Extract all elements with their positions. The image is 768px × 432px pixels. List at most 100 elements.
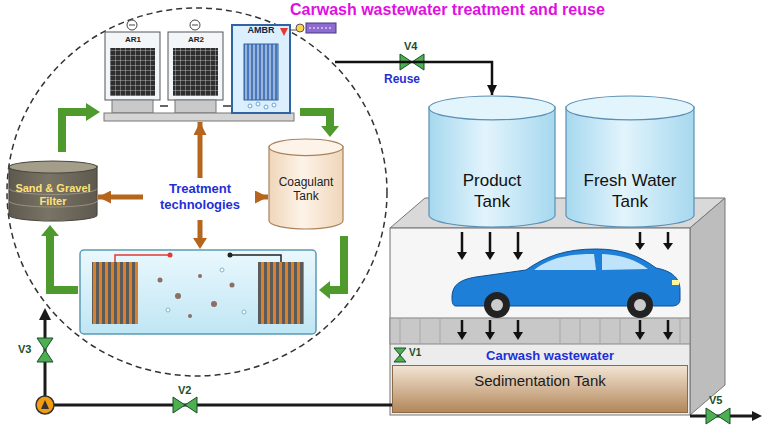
node-text: Coagulant Tank bbox=[272, 175, 340, 204]
ambr-system bbox=[192, 25, 198, 26]
node-content: Sedimentation Tank bbox=[393, 366, 687, 412]
ambr-system bbox=[160, 105, 232, 107]
connector bbox=[257, 195, 268, 200]
electrocoagulation-cell bbox=[166, 308, 170, 312]
ambr-system bbox=[105, 32, 160, 100]
valves bbox=[173, 397, 185, 413]
node-text: Sand & Gravel Filter bbox=[12, 182, 94, 208]
sand-gravel-filter: Sand & Gravel Filter bbox=[8, 160, 98, 222]
node-content: Sand & Gravel Filter bbox=[8, 160, 98, 222]
ambr-system bbox=[104, 20, 336, 121]
wastewater-band-label: Carwash wastewater bbox=[425, 346, 675, 366]
spray-arrows bbox=[663, 332, 673, 340]
ambr-system bbox=[306, 23, 336, 33]
electrocoagulation-cell bbox=[115, 255, 170, 262]
car bbox=[627, 292, 653, 318]
connector bbox=[98, 195, 143, 200]
valves bbox=[37, 54, 730, 424]
sedimentation-tank: Sedimentation Tank bbox=[392, 365, 688, 413]
spray-arrows bbox=[462, 232, 668, 252]
ambr-system bbox=[309, 28, 333, 29]
ambr-system bbox=[168, 32, 223, 100]
tank-body bbox=[9, 166, 97, 221]
coagulant-tank: Coagulant Tank bbox=[268, 138, 344, 230]
node-content: Product Tank bbox=[428, 95, 556, 228]
tank-top bbox=[269, 139, 343, 156]
spray-arrows bbox=[485, 252, 495, 260]
tank-body bbox=[566, 107, 694, 227]
ambr-system bbox=[248, 104, 252, 108]
car bbox=[534, 254, 596, 270]
ambr-system bbox=[110, 48, 155, 96]
electrocoagulation-cell bbox=[188, 314, 192, 318]
spray-arrows bbox=[457, 232, 673, 340]
node-text: Fresh Water Tank bbox=[578, 171, 682, 212]
spray-arrows bbox=[457, 252, 467, 260]
node-text: Sedimentation Tank bbox=[474, 372, 605, 390]
car bbox=[602, 254, 648, 270]
spray-arrows bbox=[513, 252, 523, 260]
ambr-system bbox=[190, 20, 200, 30]
node-text: AMBR bbox=[232, 25, 290, 36]
electrocoagulation-cell bbox=[258, 262, 304, 324]
spray-arrows bbox=[635, 243, 645, 250]
callout-label: V2 bbox=[178, 384, 191, 397]
callout-label: V3 bbox=[18, 343, 31, 356]
node-content: Coagulant Tank bbox=[268, 138, 344, 230]
electrocoagulation-cell bbox=[168, 253, 173, 258]
diagram-title: Carwash wastewater treatment and reuse bbox=[290, 1, 605, 19]
spray-arrows bbox=[462, 320, 668, 332]
fresh-water-tank: Fresh Water Tank bbox=[565, 95, 695, 228]
return-pipe bbox=[39, 308, 51, 320]
electrocoagulation-cell bbox=[220, 268, 224, 272]
wash-platform bbox=[390, 228, 690, 415]
spray-arrows bbox=[635, 332, 645, 340]
return-pipe bbox=[36, 308, 762, 421]
return-pipe bbox=[36, 396, 54, 414]
ambr-system bbox=[173, 48, 218, 96]
tank-top bbox=[9, 161, 97, 173]
electrocoagulation-cell bbox=[80, 250, 316, 334]
electrocoagulation-cell bbox=[158, 278, 163, 283]
valves bbox=[706, 408, 718, 424]
ambr-system bbox=[244, 44, 278, 100]
ambr-system bbox=[256, 102, 260, 106]
electrocoagulation-cell bbox=[230, 283, 235, 288]
cycle-arrows bbox=[50, 236, 78, 290]
cycle-arrows bbox=[300, 112, 330, 126]
feed-arrow bbox=[193, 220, 207, 249]
ambr-system bbox=[175, 100, 216, 113]
electrocoagulation-cell bbox=[175, 293, 181, 299]
product-tank: Product Tank bbox=[428, 95, 556, 228]
ambr-system bbox=[264, 105, 268, 109]
electrocoagulation-cell bbox=[211, 301, 217, 307]
node-content: Carwash wastewater bbox=[425, 346, 675, 366]
edge-label: Reuse bbox=[384, 73, 420, 87]
return-pipe bbox=[41, 400, 49, 409]
return-pipe bbox=[45, 320, 392, 405]
cycle-arrows bbox=[86, 103, 100, 121]
valves bbox=[185, 397, 197, 413]
feed-arrow bbox=[193, 238, 207, 249]
valves bbox=[394, 355, 406, 362]
cycle-arrows bbox=[62, 112, 86, 152]
car bbox=[491, 299, 503, 311]
cycle-arrows bbox=[330, 236, 344, 290]
callout-label: AR1 bbox=[125, 35, 141, 44]
wash-platform bbox=[390, 198, 725, 415]
electrocoagulation-cell bbox=[80, 250, 316, 334]
connector bbox=[198, 122, 203, 178]
cycle-arrows bbox=[41, 225, 59, 236]
wash-platform bbox=[400, 318, 680, 344]
electrocoagulation-cell bbox=[228, 253, 233, 258]
car bbox=[634, 299, 646, 311]
spray-arrows bbox=[513, 332, 523, 340]
ambr-unit: AMBR bbox=[100, 14, 335, 122]
electrocoagulation-cell bbox=[230, 255, 281, 262]
node-text: Carwash wastewater bbox=[486, 348, 614, 364]
ambr-system bbox=[296, 24, 304, 32]
feed-arrow bbox=[198, 220, 203, 240]
ambr-system bbox=[129, 25, 135, 26]
spray-arrows bbox=[663, 243, 673, 250]
